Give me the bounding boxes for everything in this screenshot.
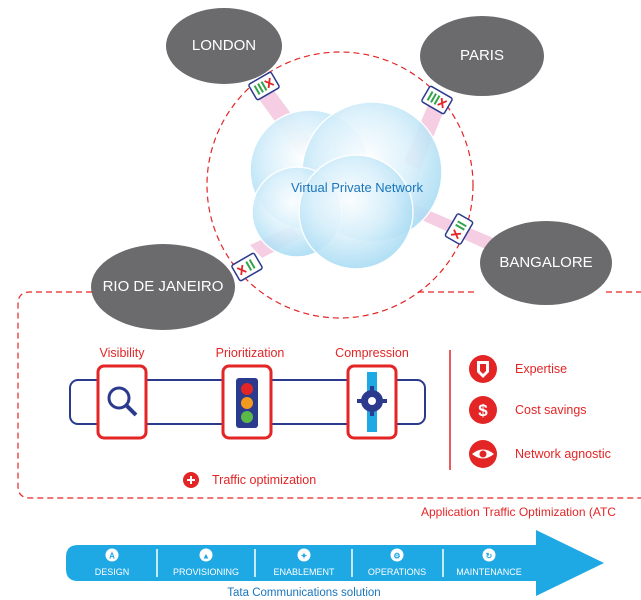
lifecycle-step-label: OPERATIONS <box>368 567 426 577</box>
lifecycle-arrow <box>66 530 604 596</box>
operations-icon <box>390 548 404 562</box>
enablement-icon <box>297 548 311 562</box>
eye-icon <box>469 440 497 468</box>
city-rio-label: RIO DE JANEIRO <box>103 278 224 295</box>
traffic-optimization-label: Traffic optimization <box>212 473 316 487</box>
bangalore-router-icon <box>444 213 474 245</box>
city-paris: PARIS <box>420 16 544 96</box>
vpn-cloud <box>249 101 443 270</box>
maintenance-icon <box>482 548 496 562</box>
network-ring <box>206 51 474 319</box>
city-paris-label: PARIS <box>460 47 504 64</box>
design-icon <box>105 548 119 562</box>
visibility-label: Visibility <box>100 346 146 360</box>
london-router-icon <box>248 71 280 101</box>
enablement-icon-glyph: ✦ <box>301 552 308 561</box>
lifecycle-step-label: DESIGN <box>95 567 130 577</box>
vpn-label: Virtual Private Network <box>291 180 423 195</box>
city-london: LONDON <box>166 8 282 84</box>
expertise-label: Expertise <box>515 362 567 376</box>
city-rio: RIO DE JANEIRO <box>91 244 235 330</box>
atc-region-border <box>17 291 641 499</box>
visibility-tile <box>96 364 148 440</box>
cost-savings-label: Cost savings <box>515 403 587 417</box>
rio-router-icon <box>231 252 263 282</box>
lifecycle-step-label: MAINTENANCE <box>456 567 522 577</box>
dollar-icon: $ <box>469 396 497 424</box>
design-icon-glyph: A <box>109 552 115 561</box>
operations-icon-glyph: ⚙ <box>393 552 400 561</box>
network-agnostic-label: Network agnostic <box>515 447 611 461</box>
city-london-label: LONDON <box>192 37 256 54</box>
maintenance-icon-glyph: ↻ <box>486 552 493 561</box>
prioritization-label: Prioritization <box>216 346 285 360</box>
lifecycle-caption: Tata Communications solution <box>227 587 380 599</box>
compression-label: Compression <box>335 346 409 360</box>
paris-router-icon <box>421 85 453 115</box>
city-bangalore: BANGALORE <box>480 221 612 305</box>
lifecycle-step-label: ENABLEMENT <box>273 567 335 577</box>
provisioning-icon-glyph: ▲ <box>202 552 210 561</box>
svg-text:$: $ <box>478 401 488 420</box>
traffic-light-icon <box>236 378 258 428</box>
expertise-icon <box>469 355 497 383</box>
city-bangalore-label: BANGALORE <box>499 254 592 271</box>
compression-gear-icon <box>357 372 387 432</box>
atc-caption: Application Traffic Optimization (ATC <box>421 505 616 519</box>
lifecycle-step-label: PROVISIONING <box>173 567 239 577</box>
lifecycle-steps: A DESIGN ▲ PROVISIONING ✦ ENABLEMENT ⚙ OPERATIO… <box>95 548 522 577</box>
magnifier-icon <box>107 386 138 417</box>
provisioning-icon <box>199 548 213 562</box>
